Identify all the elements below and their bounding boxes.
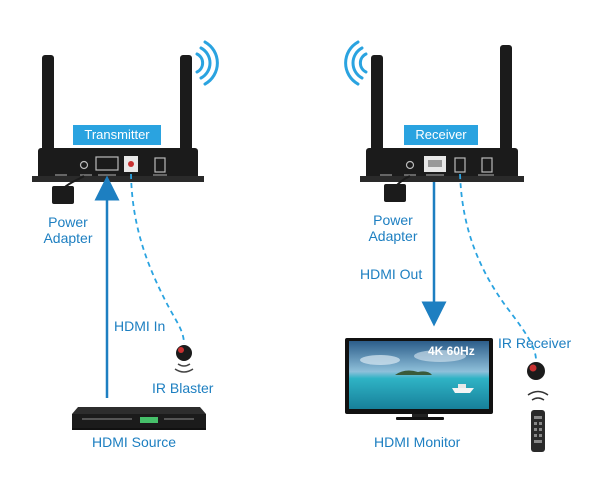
ir-receiver-icon bbox=[527, 362, 545, 380]
ir-blaster-icon bbox=[174, 345, 194, 373]
remote-control-icon bbox=[527, 390, 549, 452]
power-adapter-icon bbox=[384, 175, 411, 202]
transmitter-antenna-left bbox=[42, 55, 54, 173]
transmitter-usb-port bbox=[154, 157, 166, 173]
ir-blaster-label: IR Blaster bbox=[152, 380, 214, 396]
wifi-signal-icon bbox=[344, 40, 368, 86]
receiver-dc-port bbox=[405, 160, 415, 170]
receiver-power-adapter-line-1: Power bbox=[373, 212, 413, 228]
ir-receiver-label: IR Receiver bbox=[498, 335, 572, 351]
receiver-antenna-right bbox=[500, 45, 512, 173]
monitor-resolution-badge: 4K 60Hz bbox=[428, 344, 475, 358]
receiver-power-adapter-line-2: Adapter bbox=[368, 228, 418, 244]
receiver-usb-port bbox=[481, 157, 493, 173]
receiver-label: Receiver bbox=[404, 125, 478, 145]
transmitter-device bbox=[32, 55, 204, 182]
ir-blaster-cable bbox=[130, 173, 185, 345]
transmitter-power-adapter-line-2: Adapter bbox=[43, 230, 93, 246]
hdmi-in-label: HDMI In bbox=[114, 318, 166, 334]
hdmi-source-device bbox=[72, 407, 206, 430]
transmitter-power-adapter-line-1: Power bbox=[48, 214, 88, 230]
hdmi-out-label: HDMI Out bbox=[360, 266, 423, 282]
hdmi-monitor-label: HDMI Monitor bbox=[374, 434, 461, 450]
transmitter-antenna-right bbox=[180, 55, 192, 173]
transmitter-power-adapter-label: Power Adapter bbox=[38, 214, 98, 246]
hdmi-monitor-device bbox=[345, 338, 493, 420]
power-adapter-icon bbox=[52, 175, 85, 204]
transmitter-hdmi-port bbox=[95, 156, 119, 171]
transmitter-dc-port bbox=[79, 160, 89, 170]
receiver-antenna-left bbox=[371, 55, 383, 173]
receiver-power-adapter-label: Power Adapter bbox=[363, 212, 423, 244]
receiver-ir-port bbox=[454, 157, 466, 173]
ir-receiver-cable bbox=[459, 173, 537, 361]
receiver-device bbox=[360, 45, 524, 182]
hdmi-source-label: HDMI Source bbox=[92, 434, 177, 450]
transmitter-label: Transmitter bbox=[73, 125, 161, 145]
wifi-signal-icon bbox=[195, 40, 219, 86]
